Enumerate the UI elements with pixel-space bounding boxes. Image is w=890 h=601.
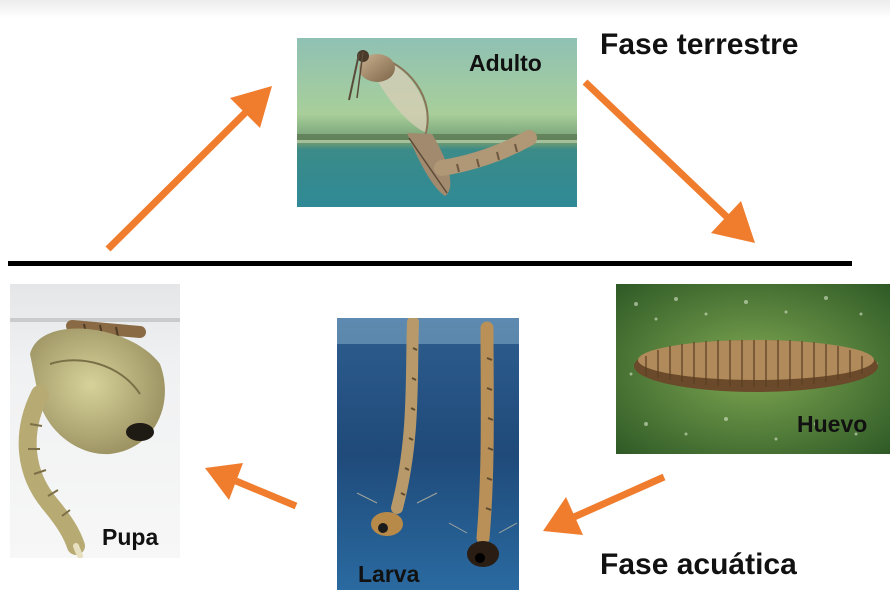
arrow-larva-to-pupa: [205, 463, 296, 506]
arrow-pupa-to-adult: [108, 86, 272, 249]
arrow-adult-to-egg: [585, 82, 755, 243]
arrow-egg-to-larva: [543, 477, 664, 535]
